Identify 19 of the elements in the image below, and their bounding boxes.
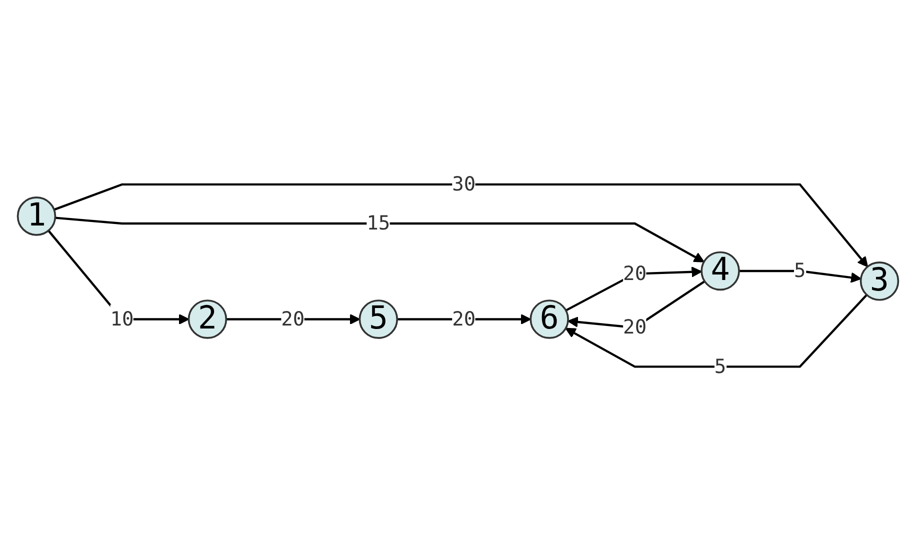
arrow — [54, 183, 868, 268]
node-circle: 2 — [188, 300, 228, 339]
edge-label: 15 — [366, 211, 390, 234]
node-circle: 4 — [700, 251, 740, 291]
edge-label: 20 — [623, 262, 647, 285]
edge-label: 30 — [452, 172, 476, 196]
edge-label: 20 — [452, 306, 476, 330]
node-circle: 6 — [530, 300, 569, 339]
edge-label: 5 — [794, 258, 806, 282]
edge-label: 20 — [281, 306, 305, 330]
arrow — [565, 294, 868, 368]
edge-label: 10 — [110, 306, 134, 330]
arrow — [739, 270, 862, 283]
node-circle: 3 — [860, 261, 900, 301]
node-circle: 1 — [16, 196, 56, 236]
edge-label: 5 — [714, 354, 726, 378]
node-circle: 5 — [358, 300, 398, 339]
edge-label: 20 — [623, 315, 647, 339]
arrow — [55, 216, 704, 262]
